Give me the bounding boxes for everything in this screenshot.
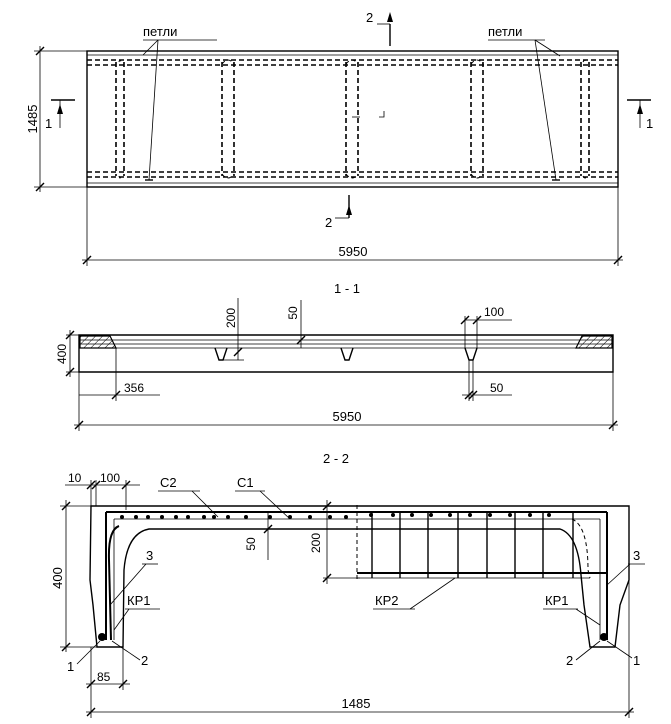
plan-dim-width-text: 1485: [25, 105, 40, 134]
sec1-dim-5950: 5950: [333, 409, 362, 424]
label-kr2: КР2: [375, 593, 398, 608]
sec2-dim-1485: 1485: [342, 696, 371, 711]
plan-transverse-ribs: [115, 59, 590, 179]
section-1-marker-left: 1: [45, 99, 75, 131]
section-1-label-right: 1: [646, 116, 653, 131]
sec2-dim-10: 10: [68, 471, 82, 485]
sec1-dim-50-bottom: 50: [490, 381, 504, 395]
plan-outline: [86, 50, 619, 188]
section-1-1-title: 1 - 1: [334, 281, 360, 296]
sec1-dim-356: 356: [124, 381, 144, 395]
section-2-2: 2 - 2: [50, 451, 645, 718]
sec1-dim-400: 400: [55, 344, 69, 364]
section-2-marker-bottom: 2: [325, 195, 352, 230]
label-c2: С2: [160, 475, 177, 490]
loops-label-right: петли: [488, 24, 522, 39]
plan-dim-length-text: 5950: [339, 244, 368, 259]
label-kr1-left: КР1: [127, 593, 150, 608]
plan-dimension-width: 1485: [25, 46, 87, 192]
sec1-dim-50: 50: [286, 306, 300, 320]
section-2-label-bottom: 2: [325, 215, 332, 230]
sec2-dim-100: 100: [100, 471, 120, 485]
section-1-1: 1 - 1 200 50 100 400: [55, 281, 618, 431]
label-3-left: 3: [146, 548, 153, 563]
section-2-marker-top: 2: [366, 10, 393, 46]
section-1-marker-right: 1: [627, 99, 653, 131]
section-1-label-left: 1: [45, 116, 52, 131]
section-2-label-top: 2: [366, 10, 373, 25]
plan-dimension-length: 5950: [82, 187, 623, 266]
section-1-1-slab: [78, 334, 614, 373]
label-1-right: 1: [633, 653, 640, 668]
sec1-dim-100: 100: [484, 305, 504, 319]
label-2-left: 2: [141, 653, 148, 668]
plan-view: петли петли 2 2 1: [25, 10, 653, 266]
sec2-dim-85: 85: [97, 670, 111, 684]
label-c1: С1: [237, 475, 254, 490]
sec2-dim-50: 50: [244, 537, 258, 551]
label-1-left: 1: [67, 659, 74, 674]
section-2-2-outline: [89, 505, 630, 648]
sec2-dim-400: 400: [50, 567, 65, 589]
label-3-right: 3: [633, 548, 640, 563]
kr2-cage: [356, 505, 574, 581]
loops-label-left: петли: [143, 24, 177, 39]
sec2-dim-200: 200: [309, 533, 323, 553]
label-kr1-right: КР1: [545, 593, 568, 608]
label-2-right: 2: [566, 653, 573, 668]
section-2-2-title: 2 - 2: [323, 451, 349, 466]
rebar-dots: [98, 513, 608, 641]
sec1-dim-200: 200: [224, 308, 238, 328]
